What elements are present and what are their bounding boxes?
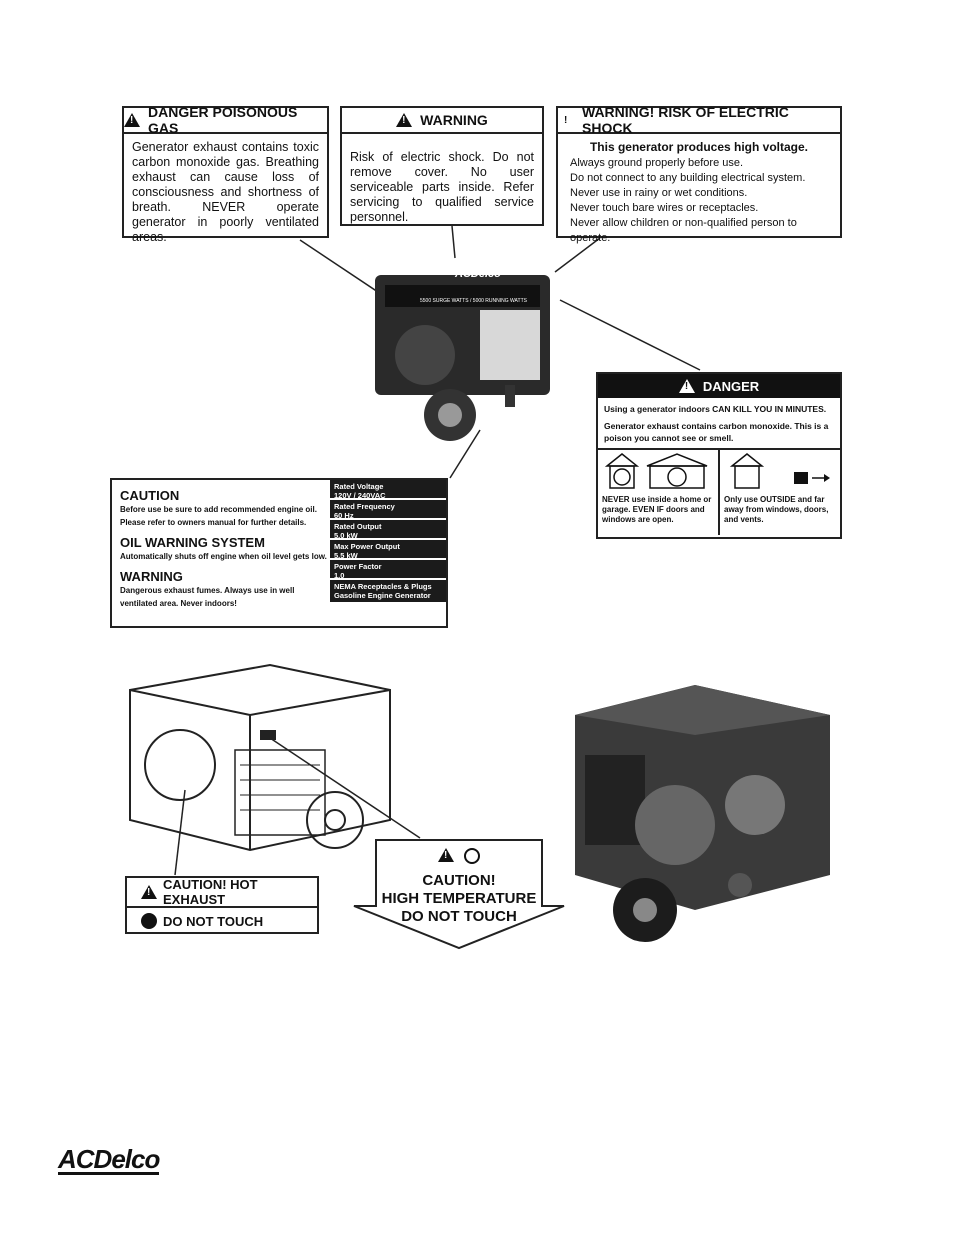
shock-line: Never allow children or non-qualified pe… bbox=[570, 217, 797, 244]
warning-triangle-icon bbox=[558, 113, 574, 127]
caution-text: Before use be sure to add recommended en… bbox=[120, 505, 317, 527]
caution-title: CAUTION bbox=[120, 488, 180, 503]
generator-photo-top: ACDelco 5500 SURGE WATTS / 5000 RUNNING … bbox=[365, 255, 565, 445]
danger-indoor-line2: Generator exhaust contains carbon monoxi… bbox=[598, 414, 840, 450]
exhaust-warning-title: WARNING bbox=[120, 569, 183, 584]
shock-line: Always ground properly before use. bbox=[570, 157, 744, 169]
warning-triangle-icon bbox=[438, 848, 454, 862]
generator-photo-bottom bbox=[555, 675, 837, 960]
warning-triangle-icon bbox=[141, 885, 157, 899]
hot-exhaust-line1: CAUTION! HOT EXHAUST bbox=[163, 877, 258, 907]
danger-gas-text: Generator exhaust contains toxic carbon … bbox=[132, 140, 319, 244]
warning-title: WARNING bbox=[420, 112, 488, 128]
exhaust-warning-text: Dangerous exhaust fumes. Always use in w… bbox=[120, 586, 295, 608]
no-touch-icon bbox=[464, 848, 480, 864]
shock-line: Never use in rainy or wet conditions. bbox=[570, 187, 748, 199]
warning-text: Risk of electric shock. Do not remove co… bbox=[350, 150, 534, 224]
warning-triangle-icon bbox=[678, 379, 695, 393]
danger-indoor-label: DANGER Using a generator indoors CAN KIL… bbox=[596, 372, 842, 539]
generator-rating: 5500 SURGE WATTS / 5000 RUNNING WATTS bbox=[420, 298, 527, 304]
danger-gas-title: DANGER POISONOUS GAS bbox=[148, 104, 298, 136]
hot-exhaust-line2: DO NOT TOUCH bbox=[163, 913, 264, 929]
no-touch-icon bbox=[141, 913, 157, 929]
danger-left-caption: NEVER use inside a home or garage. EVEN … bbox=[602, 495, 712, 524]
high-temp-label: CAUTION! HIGH TEMPERATURE DO NOT TOUCH bbox=[352, 838, 566, 950]
danger-right-caption: Only use OUTSIDE and far away from windo… bbox=[724, 495, 829, 524]
shock-title: WARNING! RISK OF ELECTRIC SHOCK bbox=[582, 104, 789, 136]
danger-indoor-title: DANGER bbox=[702, 378, 760, 394]
hot-exhaust-label: CAUTION! HOT EXHAUST DO NOT TOUCH bbox=[125, 876, 319, 934]
warning-triangle-icon bbox=[396, 113, 413, 127]
acdelco-logo: ACDelco bbox=[58, 1144, 160, 1175]
shock-line: Never touch bare wires or receptacles. bbox=[570, 202, 759, 214]
oil-warning-text: Automatically shuts off engine when oil … bbox=[120, 552, 327, 561]
shock-line: Do not connect to any building electrica… bbox=[570, 172, 806, 184]
danger-indoor-line1: Using a generator indoors CAN KILL YOU I… bbox=[604, 404, 827, 414]
high-temp-line1: CAUTION! bbox=[422, 872, 496, 889]
caution-spec-label: CAUTION Before use be sure to add recomm… bbox=[110, 478, 448, 628]
high-temp-line3: DO NOT TOUCH bbox=[401, 908, 517, 925]
oil-warning-title: OIL WARNING SYSTEM bbox=[120, 535, 265, 550]
generator-line-drawing bbox=[120, 655, 400, 865]
danger-poisonous-gas-label: DANGER POISONOUS GAS Generator exhaust c… bbox=[122, 104, 329, 244]
electric-shock-label: WARNING! RISK OF ELECTRIC SHOCK This gen… bbox=[556, 104, 842, 244]
generator-brand: ACDelco bbox=[455, 268, 501, 280]
high-temp-line2: HIGH TEMPERATURE bbox=[381, 890, 537, 907]
outside-house-icon bbox=[729, 453, 830, 489]
warning-label: WARNING Risk of electric shock. Do not r… bbox=[340, 106, 544, 226]
shock-subtitle: This generator produces high voltage. bbox=[589, 140, 809, 154]
warning-triangle-icon bbox=[124, 113, 140, 127]
house-garage-icon bbox=[604, 453, 708, 489]
